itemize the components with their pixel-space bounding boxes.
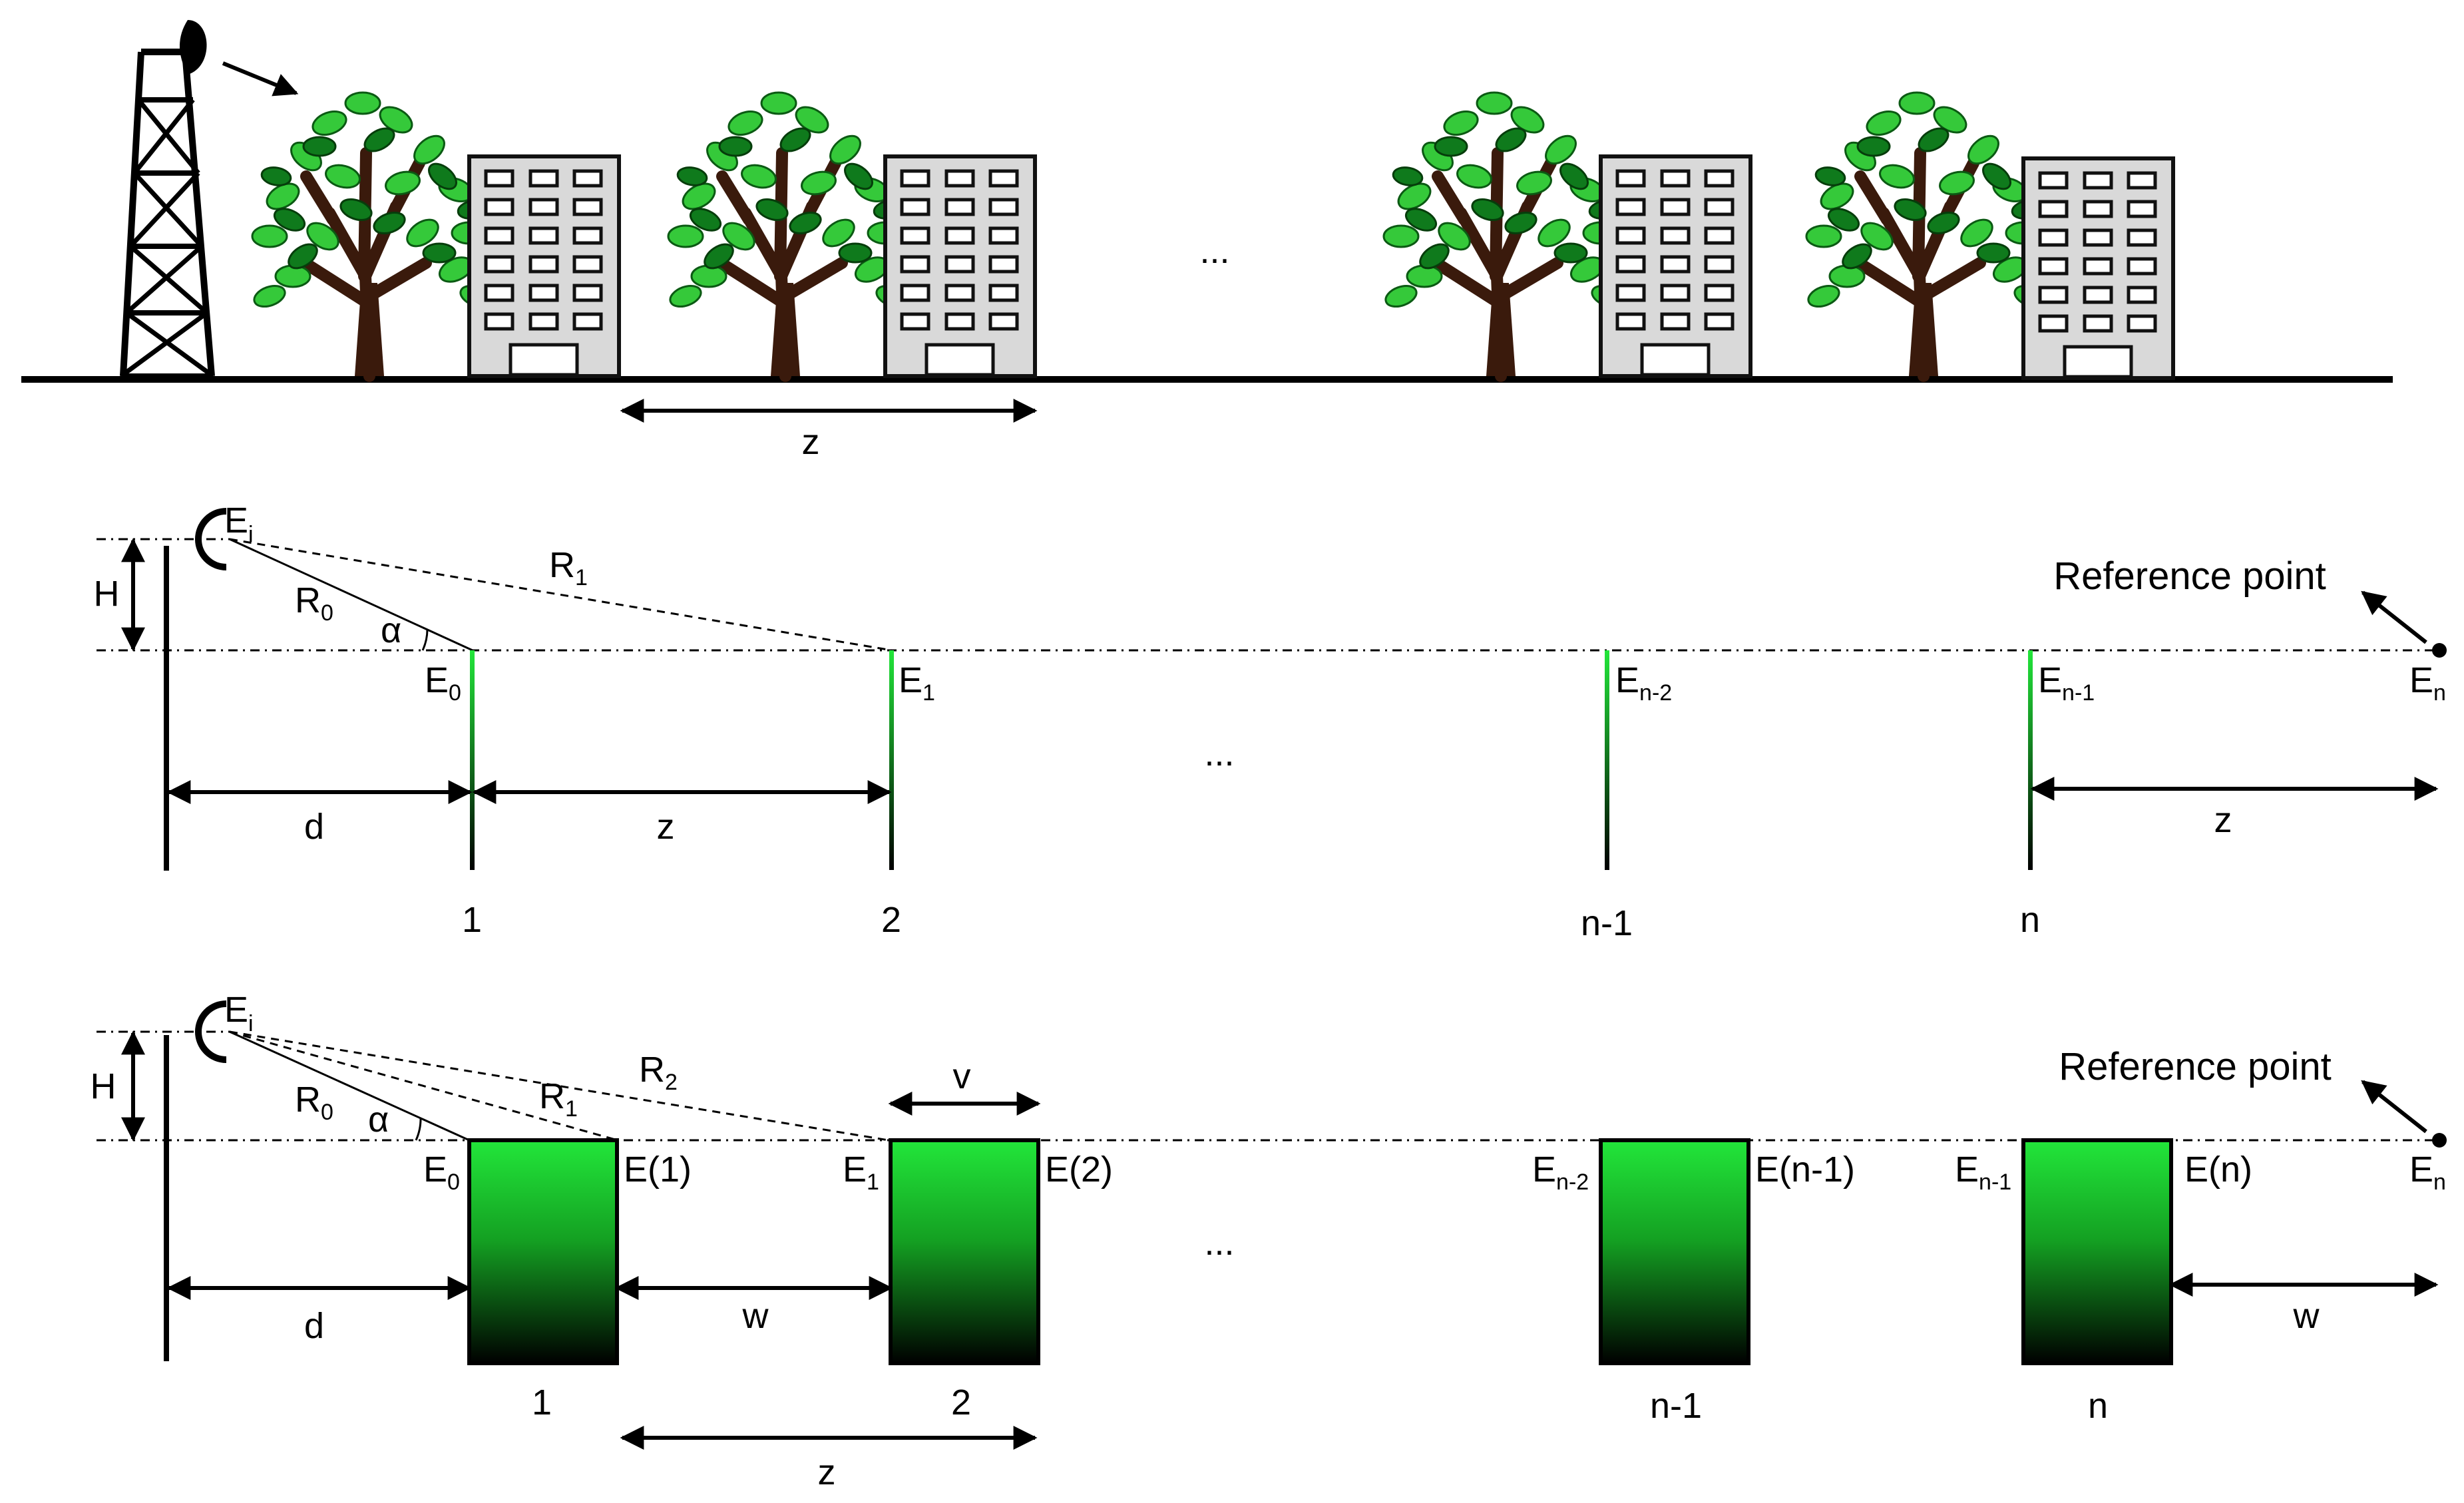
transmitter-tower-icon [119, 20, 215, 379]
spacing-label: z [657, 807, 675, 847]
screen-field-label: En-1 [2038, 660, 2095, 706]
block-left-field-label: E1 [843, 1150, 879, 1195]
reference-point-marker [2432, 643, 2447, 658]
thick-screen [1599, 1138, 1750, 1365]
thick-screen [467, 1138, 619, 1365]
period-label: z [818, 1452, 836, 1492]
ray-r1 [229, 538, 893, 652]
r0-label: R0 [295, 1080, 333, 1125]
building-icon [469, 156, 619, 376]
ray-r0 [229, 1030, 470, 1142]
urban-scene: ... z [21, 20, 2393, 462]
thick-screen-model: H Ei α R0 R1 R2 E0 E(1) E1 E(2) En-2 E(n… [91, 990, 2447, 1492]
ray-r1 [229, 1030, 618, 1142]
scene-spacing-label: z [802, 422, 820, 462]
block-number: n [2088, 1386, 2108, 1426]
block-left-field-label: E0 [423, 1150, 460, 1195]
reference-pointer-arrow [2361, 590, 2427, 644]
angle-label: α [368, 1100, 389, 1140]
block-number: 1 [532, 1383, 552, 1422]
building-icon [885, 156, 1035, 376]
thin-screen [1605, 650, 1609, 870]
block-right-field-label: E(n-1) [1755, 1150, 1855, 1189]
end-field-label: En [2409, 660, 2446, 706]
tree-icon [252, 93, 495, 376]
reference-pointer-arrow [2361, 1080, 2427, 1134]
ray-r0 [229, 538, 473, 652]
signal-direction-arrow [222, 61, 299, 97]
r1-label: R1 [549, 545, 588, 590]
tail-spacing-label: z [2214, 800, 2232, 840]
r1-label: R1 [539, 1076, 578, 1122]
screen-number: 2 [881, 900, 901, 940]
angle-arc [421, 629, 429, 651]
thick-screen [889, 1138, 1040, 1365]
screen-number: 1 [462, 900, 482, 940]
block-width-label: v [953, 1056, 971, 1096]
gap-label: w [742, 1296, 769, 1336]
block-right-field-label: E(2) [1045, 1150, 1113, 1189]
block-left-field-label: En-1 [1955, 1150, 2011, 1195]
thin-screen [889, 650, 894, 870]
angle-arc [415, 1118, 422, 1141]
ellipsis: ... [1204, 1223, 1234, 1263]
thin-screen-model: H Ei α R0 R1 E0 E1 En-2 En-1 En Referenc… [94, 501, 2447, 943]
thin-screen [470, 650, 475, 870]
reference-point-label: Reference point [2053, 554, 2326, 598]
distance-label: d [304, 807, 324, 847]
block-number: n-1 [1650, 1386, 1702, 1426]
ellipsis: ... [1204, 734, 1234, 773]
thick-screen [2021, 1138, 2173, 1365]
block-left-field-label: En-2 [1532, 1150, 1589, 1195]
tree-icon [668, 93, 911, 376]
source-field-label: Ei [224, 990, 254, 1036]
block-number: 2 [951, 1383, 971, 1422]
source-field-label: Ei [224, 501, 254, 547]
r2-label: R2 [639, 1050, 678, 1095]
height-label: H [91, 1066, 116, 1106]
screen-field-label: E0 [425, 660, 461, 706]
building-icon [1601, 156, 1750, 376]
tree-icon [1383, 93, 1626, 376]
screen-field-label: E1 [899, 660, 935, 706]
distance-label: d [304, 1306, 324, 1346]
screen-number: n [2020, 900, 2040, 940]
block-right-field-label: E(1) [624, 1150, 692, 1189]
height-label: H [94, 574, 120, 614]
reference-point-label: Reference point [2059, 1045, 2331, 1088]
r0-label: R0 [295, 580, 333, 626]
end-field-label: En [2409, 1150, 2446, 1195]
angle-label: α [381, 610, 401, 650]
tail-gap-label: w [2293, 1296, 2320, 1336]
scene-ellipsis: ... [1199, 231, 1229, 271]
thin-screen [2028, 650, 2033, 870]
building-icon [2023, 158, 2173, 378]
block-right-field-label: E(n) [2184, 1150, 2252, 1189]
screen-number: n-1 [1581, 903, 1633, 943]
reference-point-marker [2432, 1133, 2447, 1148]
screen-field-label: En-2 [1615, 660, 1672, 706]
tree-icon [1806, 93, 2049, 376]
